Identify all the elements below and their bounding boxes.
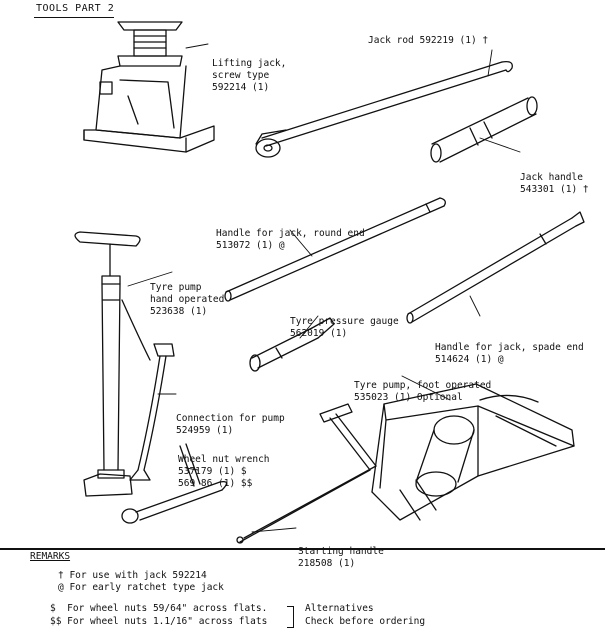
spade-end-handle-drawing	[406, 211, 585, 324]
title-underline	[34, 17, 114, 18]
starting-handle-drawing	[236, 403, 377, 544]
remarks-divider	[0, 548, 605, 550]
lifting-jack-drawing	[83, 21, 215, 153]
wheel-nut-wrench-drawing	[121, 443, 228, 524]
remark-alternative: $$ For wheel nuts 1.1/16" across flats	[50, 616, 268, 627]
pump-connection-drawing	[129, 343, 175, 481]
alternatives-note: Alternatives	[305, 603, 374, 614]
page-title: TOOLS PART 2	[36, 3, 115, 14]
jack-rod-drawing	[255, 60, 513, 158]
round-end-handle-drawing	[224, 197, 446, 302]
remark-note: @ For early ratchet type jack	[58, 582, 224, 593]
jack-rod-label: Jack rod 592219 (1) †	[368, 35, 489, 46]
alternatives-bracket	[287, 606, 294, 628]
remarks-heading: REMARKS	[30, 551, 71, 562]
alternatives-note: Check before ordering	[305, 616, 426, 627]
leader-lines	[127, 43, 521, 533]
tyre-pressure-gauge-drawing	[249, 317, 335, 372]
remark-note: † For use with jack 592214	[58, 570, 207, 581]
foot-pump-drawing	[371, 383, 575, 521]
hand-pump-drawing	[74, 231, 151, 497]
jack-handle-drawing	[430, 96, 538, 163]
remark-alternative: $ For wheel nuts 59/64" across flats.	[50, 603, 268, 614]
